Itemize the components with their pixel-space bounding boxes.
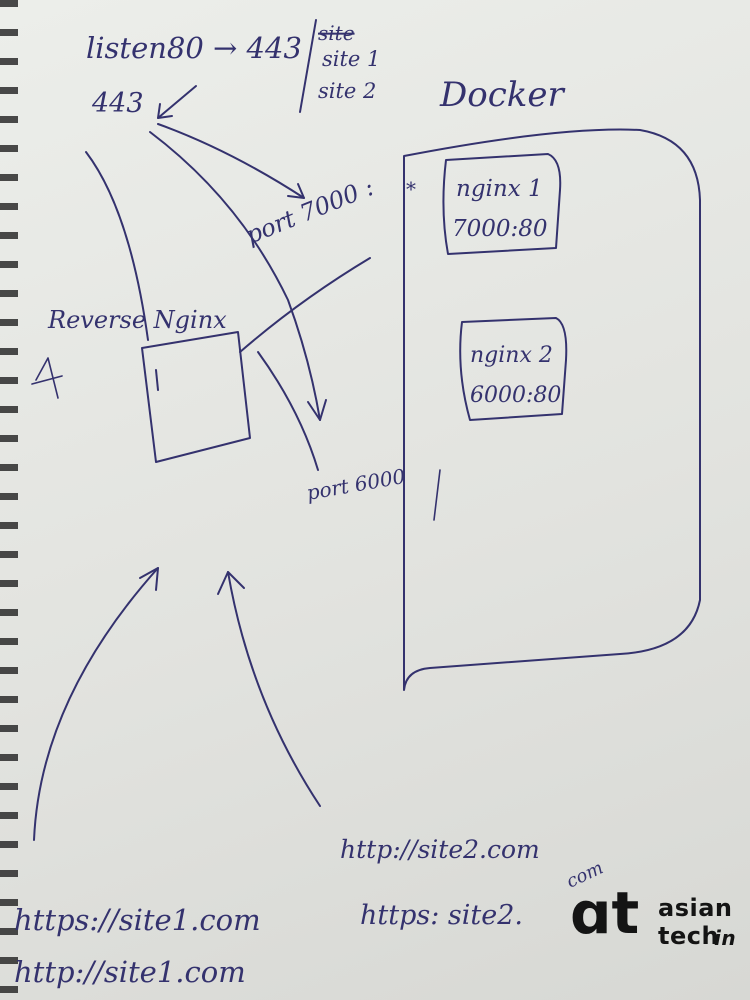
site1-http-url: http://site1.com: [14, 955, 246, 989]
site2-arrow: [227, 571, 321, 807]
logo-word-in: in: [714, 926, 737, 950]
port6000-label: port 6000: [305, 464, 408, 505]
site1-https-url: https://site1.com: [14, 903, 261, 937]
reverse-nginx-box: [141, 331, 251, 463]
note-bracket: [299, 19, 317, 113]
site2-note: site 2: [318, 79, 376, 103]
star-mark: *: [406, 177, 416, 201]
logo-word-tech: tech: [658, 922, 720, 950]
reverse-nginx-label: Reverse Nginx: [47, 306, 227, 334]
logo-word-asian: asian: [658, 894, 733, 922]
to-port7000-arrow: [157, 123, 305, 199]
port6000-arrowhead: [307, 399, 327, 421]
nginx1-container: nginx 1 7000:80: [442, 153, 562, 255]
site2-arrowhead: [217, 571, 245, 595]
port7000-arrowhead: [287, 183, 305, 199]
nginx2-mapping: 6000:80: [470, 383, 561, 408]
asian-tech-logo: ɑt asian tech in: [562, 884, 750, 974]
pencil-mark: [433, 469, 441, 521]
nginx1-mapping: 7000:80: [452, 216, 548, 242]
site2-http-url: http://site2.com: [340, 835, 540, 864]
nginx2-name: nginx 2: [470, 343, 553, 368]
listen-arrowhead: [157, 103, 173, 119]
docker-frame: [403, 128, 701, 691]
port7000-label: port 7000 :: [242, 173, 378, 250]
site2-https-url: https: site2.: [360, 900, 523, 931]
listen-note: listen80 → 443: [86, 31, 302, 65]
box-tick: [155, 369, 159, 391]
docker-title: Docker: [439, 75, 565, 115]
site1-arrow: [33, 567, 159, 841]
left-stroke: [85, 151, 149, 341]
site1-arrowhead: [139, 567, 159, 591]
box-to-port6000-line: [257, 351, 319, 471]
nginx2-container: nginx 2 6000:80: [459, 317, 568, 421]
to-port6000-arrow: [149, 131, 321, 421]
site1-note: site 1: [322, 47, 380, 71]
port-443-note: 443: [91, 88, 144, 119]
scribble-mark: [31, 357, 63, 399]
spiral-binding: [0, 0, 18, 1000]
nginx1-name: nginx 1: [456, 176, 543, 202]
at-monogram-icon: ɑt: [570, 879, 640, 947]
listen-to-443-arrow: [157, 85, 197, 119]
struck-site-note: site: [318, 21, 355, 45]
box-to-port7000-line: [239, 257, 371, 353]
